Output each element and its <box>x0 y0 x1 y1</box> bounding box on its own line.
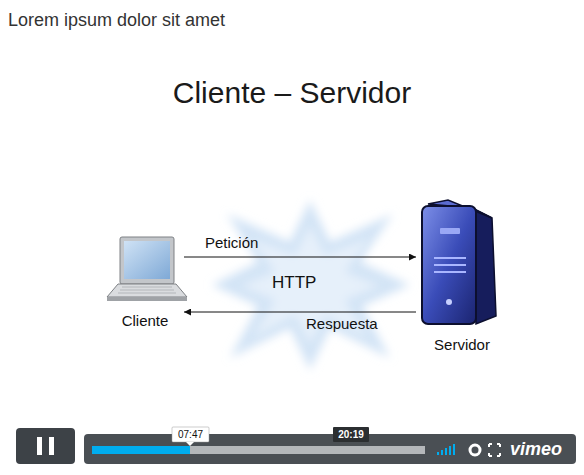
slide-title: Cliente – Servidor <box>0 76 584 110</box>
laptop-icon <box>107 237 187 301</box>
node-label: Cliente <box>106 312 184 330</box>
player-logo: vimeo <box>510 439 562 460</box>
message-arrow <box>184 312 416 313</box>
node-label: Servidor <box>416 336 508 354</box>
edge-label: Respuesta <box>306 315 378 332</box>
duration-label: 20:19 <box>333 427 369 442</box>
video-controls <box>16 427 576 464</box>
page-heading: Lorem ipsum dolor sit amet <box>8 10 225 31</box>
server-node: Servidor <box>416 204 508 354</box>
message-arrow <box>184 257 416 258</box>
http-cloud <box>212 200 410 370</box>
server-icon <box>422 200 496 324</box>
edge-label: Petición <box>205 234 258 251</box>
time-tooltip: 07:47 <box>172 427 209 442</box>
protocol-label: HTTP <box>272 273 316 293</box>
client-node: Cliente <box>106 232 184 330</box>
